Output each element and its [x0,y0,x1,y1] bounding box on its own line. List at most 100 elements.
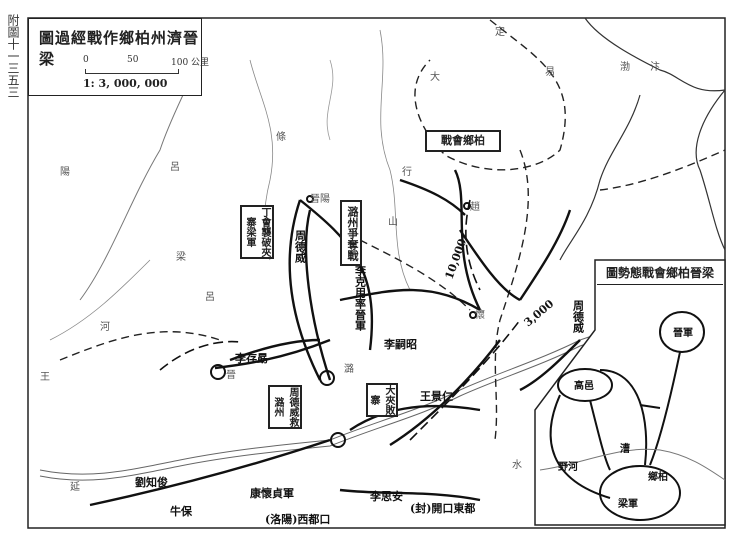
army-label: (封)開口東都 [410,501,475,515]
place-label: 懷 [475,309,485,321]
border [59,331,221,361]
city-marker [319,370,335,386]
place-label: 行 [402,165,412,178]
lu-battle-box: 潞州爭奪戰 [340,200,362,266]
border [599,149,726,191]
inset-label: 鄉柏 [648,470,668,483]
army-arrow [459,229,521,302]
retreat-arrow [465,199,481,291]
coastline [584,17,726,92]
army-label: (洛陽)西都口 [265,512,330,526]
army-arrow [399,178,466,216]
city-marker [330,432,346,448]
army-label: 李思安 [369,489,403,503]
retreat-movements [159,199,521,441]
inset-label: 梁軍 [617,497,638,510]
army-label: 周德威 [294,230,308,264]
side-caption: 附圖十一三五三 [6,14,20,98]
city-marker [306,195,314,203]
army-arrow [453,169,482,311]
place-label: 大 [430,70,440,83]
jin-army-ellipse [659,311,705,353]
place-label: 條 [276,130,286,143]
army-arrow [339,288,481,312]
inset-river [539,448,726,481]
army-label: 王景仁 [420,389,453,403]
inset-label: 漕 [620,442,630,455]
ding-hui-box: 丁會襲破夾寨梁軍 [240,205,274,259]
great-defeat-box: 大夾敗寨 [366,383,398,417]
army-arrow [89,438,331,507]
army-label: 劉知俊 [135,475,168,489]
army-label: 康懷貞軍 [250,486,294,500]
army-arrow [389,339,501,447]
scale-tick: 100 公里 [171,58,210,68]
army-arrow [288,199,322,381]
gaoyi-ellipse [557,368,613,402]
army-label: 周德威 [572,300,586,334]
inset-frame [534,259,726,526]
army-arrow [229,338,321,362]
army-label: 牛保 [170,504,193,518]
army-arrow [519,209,572,301]
army-label: 李存勗 [234,351,268,365]
place-label: 呂 [205,291,215,303]
place-label: 晉 [226,369,236,381]
place-label: 山 [388,216,398,228]
city-marker [463,202,471,210]
scale-tick: 50 [127,55,139,65]
place-label: 晉陽 [310,193,330,205]
place-label: 梁 [176,250,186,263]
retreat-arrow [159,340,241,371]
border [494,149,529,441]
place-label: 陽 [60,166,70,178]
scale-tick: 0 [83,55,89,65]
army-arrow [304,209,332,381]
army-arrow [339,488,481,502]
retreat-arrow [409,319,521,441]
yellow-river [39,299,661,475]
map-title: 圖過經戰作鄉柏州濟晉梁 [39,29,200,68]
inset-label: 野河 [558,461,578,473]
river [79,59,201,301]
coastline [695,89,726,251]
inset-arrow [589,399,611,471]
place-label: 趙 [470,200,480,213]
place-label: 定 [495,25,505,38]
inset-arrow [599,369,648,466]
inset-label: 晉軍 [673,327,693,339]
inset-title: 圖勢態戰會鄉柏晉梁 [597,262,723,285]
city-marker [469,311,477,319]
border [359,239,471,311]
city-marker [210,364,226,380]
title-box: 圖過經戰作鄉柏州濟晉梁 0 50 100 公里 1: 3, 000, 000 [28,18,209,96]
yellow-river [39,305,661,481]
army-arrow [349,404,481,431]
mountain-line [379,29,411,291]
scale-ratio: 1: 3, 000, 000 [83,77,168,90]
inset-label: 高邑 [574,379,594,392]
army-label: 3,000 [522,297,557,329]
baixiang-battle-box: 戰會鄉柏 [425,130,501,152]
coastline [559,94,641,261]
place-label: 呂 [170,161,180,173]
scale-bar [85,69,179,74]
place-label: 潞 [344,362,354,375]
zhou-dewei-rescue-box: 周德威救潞州 [268,385,302,429]
inset-diagram [549,311,705,521]
army-label: 李嗣昭 [383,337,417,351]
army-arrow [519,339,581,392]
place-label: 水 [512,459,522,471]
place-label: 河 [100,321,110,333]
mountain-line [326,59,334,141]
place-label: 王 [40,372,50,383]
place-label: 渤 [620,60,630,73]
army-label: 李克用率晉軍 [354,264,368,332]
place-label: 易 [545,66,555,78]
place-label: 汴 [650,60,660,73]
inset-arrow [649,351,681,466]
inset-arrow [639,404,661,409]
liang-army-ellipse [599,465,681,521]
inset-arrow [549,394,611,499]
